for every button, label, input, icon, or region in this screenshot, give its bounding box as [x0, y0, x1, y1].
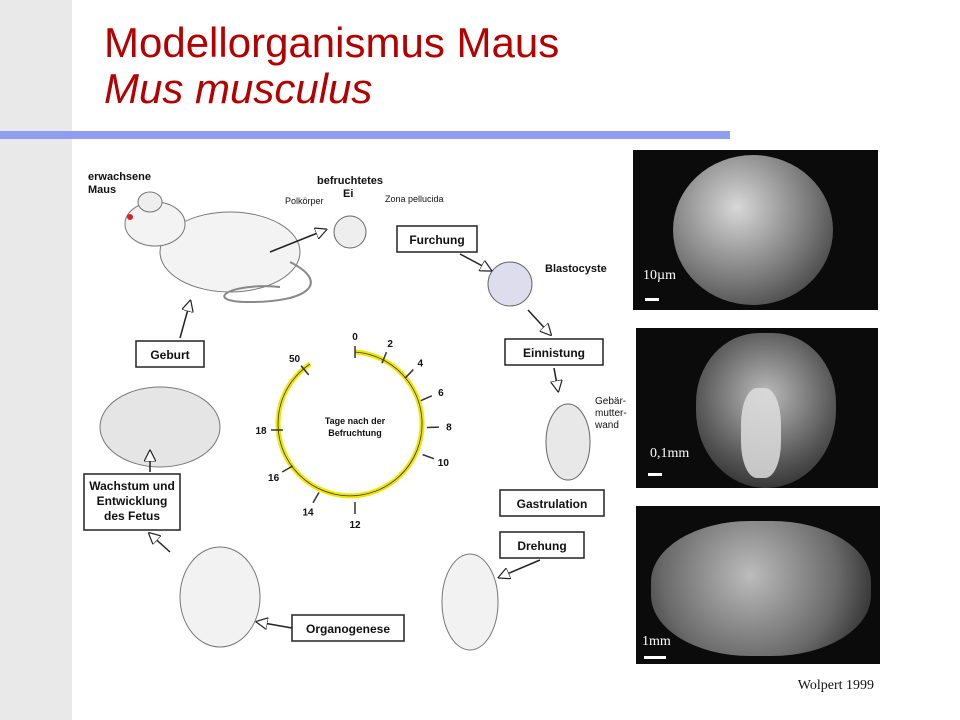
clock-label-4: 4 [418, 358, 424, 369]
stage-wachstum-1: Wachstum und [89, 479, 175, 493]
clock-tick-14 [312, 491, 320, 504]
clock-label-10: 10 [438, 458, 450, 469]
polar-body-label: Polkörper [285, 196, 324, 206]
clock-label-12: 12 [349, 520, 361, 531]
clock-center-label-2: Befruchtung [328, 428, 382, 438]
adult-mouse-illustration [124, 191, 312, 304]
stage-organogenese: Organogenese [306, 622, 390, 636]
arrow-blastocyst-to-einnistung [527, 309, 550, 334]
scale-label-1: 10µm [643, 268, 676, 283]
arrow-organogenese-to-fetus [258, 622, 293, 628]
clock-center-label-1: Tage nach der [325, 416, 386, 426]
stage-box-furchung [396, 225, 478, 253]
adult-mouse-label-2: Maus [88, 184, 116, 196]
slide-title: Modellorganismus Maus Mus musculus [104, 20, 559, 112]
embryo-core [741, 388, 781, 478]
blastocyst-illustration [487, 261, 533, 307]
life-cycle-diagram: erwachsene Maus befruchtetes Ei Polkörpe… [80, 152, 632, 664]
scale-bar-1 [645, 298, 659, 301]
stage-box-einnistung [504, 338, 604, 366]
organogenesis-embryo-illustration [441, 553, 499, 651]
egg-label-2: Ei [343, 188, 353, 200]
stage-gastrulation: Gastrulation [517, 497, 588, 511]
stage-geburt: Geburt [150, 348, 189, 362]
scale-label-2: 0,1mm [650, 446, 690, 461]
fertilized-egg-illustration [333, 215, 367, 249]
stage-wachstum-3: des Fetus [104, 509, 160, 523]
stage-box-geburt [135, 340, 205, 368]
stage-box-drehung [499, 531, 585, 559]
clock-tick-2 [381, 351, 388, 364]
stage-box-wachstum [83, 473, 181, 531]
gestation-clock [275, 349, 425, 499]
clock-tick-6 [420, 395, 433, 402]
scale-label-3: 1mm [642, 634, 671, 649]
clock-tick-16 [281, 465, 294, 473]
clock-label-0: 0 [352, 332, 358, 343]
fetus-body [651, 521, 871, 656]
zona-label: Zona pellucida [385, 194, 444, 204]
clock-label-16: 16 [268, 473, 280, 484]
clock-label-8: 8 [446, 423, 452, 434]
uterus-label-2: mutter- [595, 408, 627, 419]
blastocyst-label: Blastocyste [545, 263, 607, 275]
arrow-fetus-to-wachstum [150, 534, 171, 553]
clock-label-2: 2 [387, 339, 393, 350]
stage-box-gastrulation [499, 489, 605, 517]
clock-label-6: 6 [438, 388, 444, 399]
arrow-gastrulation-to-drehung [500, 559, 541, 577]
scale-bar-3 [644, 656, 666, 659]
adult-mouse-label-1: erwachsene [88, 171, 151, 183]
uterus-label-3: wand [594, 420, 619, 431]
stage-box-organogenese [291, 614, 405, 642]
title-line-1: Modellorganismus Maus [104, 19, 560, 66]
title-underline [0, 131, 730, 139]
newborn-illustration [99, 386, 221, 468]
clock-tick-4 [404, 369, 414, 379]
sem-photo-fetus: 1mm [636, 506, 880, 664]
slide-sidebar [0, 0, 72, 720]
clock-tick-10 [422, 453, 435, 460]
arrow-einnistung-to-embryo [554, 367, 558, 390]
clock-tick-50 [300, 365, 310, 376]
scale-bar-2 [648, 473, 662, 476]
clock-label-14: 14 [302, 507, 314, 518]
arrow-geburt-to-mouse [179, 302, 190, 339]
stage-wachstum-2: Entwicklung [97, 494, 168, 508]
image-credit: Wolpert 1999 [797, 678, 874, 693]
egg-label-1: befruchtetes [317, 175, 383, 187]
uterus-label-1: Gebär- [595, 396, 626, 407]
stage-einnistung: Einnistung [523, 346, 585, 360]
fetus-illustration [179, 546, 261, 648]
clock-label-50: 50 [289, 354, 301, 365]
sem-photo-zygote: 10µm [633, 150, 878, 310]
arrow-mouse-to-egg [269, 230, 325, 253]
stage-furchung: Furchung [409, 233, 464, 247]
title-line-2: Mus musculus [104, 65, 373, 112]
sem-photo-egg-cylinder: 0,1mm [636, 328, 878, 488]
egg-sphere [673, 155, 833, 305]
arrow-furchung-to-blastocyst [459, 253, 490, 270]
implanted-embryo-illustration [545, 403, 591, 481]
clock-label-18: 18 [255, 426, 267, 437]
stage-drehung: Drehung [517, 539, 566, 553]
